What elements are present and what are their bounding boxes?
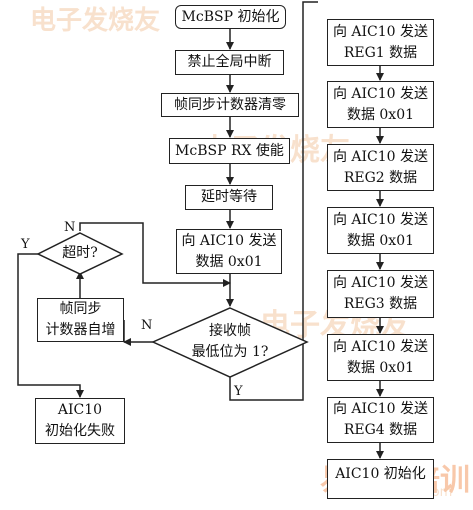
final-box: AIC10 初始化 [327,459,434,499]
timeout-label: 超时? [62,245,98,261]
send-reg2-box: 向 AIC10 发送 REG2 数据 [327,144,434,191]
send-data-01-box: 向 AIC10 发送 数据 0x01 [327,334,434,381]
clear-counter-box: 帧同步计数器清零 [161,93,299,117]
send-data-01-box: 向 AIC10 发送 数据 0x01 [327,207,434,254]
mcbsp-init-box: McBSP 初始化 [175,5,286,29]
edge-label-recv-yes: Y [234,384,243,399]
rx-enable-box: McBSP RX 使能 [169,138,290,164]
send-reg4-box: 向 AIC10 发送 REG4 数据 [327,397,434,443]
init-fail-box: AIC10 初始化失败 [35,398,125,444]
timeout-diamond [36,232,124,275]
edge-label-timeout-no: N [64,220,76,235]
recv-check-label: 接收帧 最低位为 1? [191,323,269,360]
disable-interrupt-box: 禁止全局中断 [175,50,284,75]
send-reg3-box: 向 AIC10 发送 REG3 数据 [327,270,434,318]
recv-check-diamond [151,307,309,378]
edge-label-timeout-yes: Y [21,237,30,252]
edge-label-recv-no: N [141,318,153,333]
watermark: 电子发烧友 [30,6,161,36]
send-data-01-box: 向 AIC10 发送 数据 0x01 [176,229,282,274]
delay-box: 延时等待 [185,185,273,210]
counter-increment-box: 帧同步 计数器自增 [37,298,124,342]
send-data-01-box: 向 AIC10 发送 数据 0x01 [327,81,434,128]
send-reg1-box: 向 AIC10 发送 REG1 数据 [327,19,434,66]
